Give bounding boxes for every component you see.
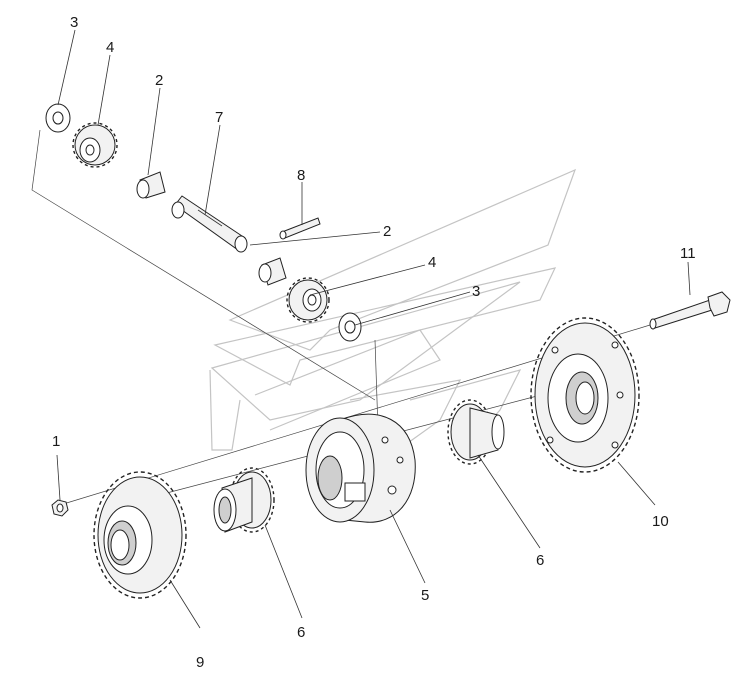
callout-4-lower: 4 bbox=[428, 254, 436, 271]
callout-3-lower: 3 bbox=[472, 283, 480, 300]
thrust-washer-upper bbox=[45, 103, 71, 133]
long-bolt bbox=[649, 291, 731, 330]
callout-5: 5 bbox=[421, 587, 429, 604]
callout-10: 10 bbox=[652, 513, 669, 530]
pinion-gear-upper bbox=[72, 122, 118, 168]
thrust-washer-lower bbox=[338, 312, 362, 342]
callout-7: 7 bbox=[215, 109, 223, 126]
callout-2-lower: 2 bbox=[383, 223, 391, 240]
callout-1: 1 bbox=[52, 433, 60, 450]
bushing-upper bbox=[136, 171, 166, 199]
callout-6-left: 6 bbox=[297, 624, 305, 641]
side-gear-left bbox=[213, 467, 275, 533]
lock-pin bbox=[279, 217, 321, 240]
callout-4-upper: 4 bbox=[106, 39, 114, 56]
side-gear-right bbox=[447, 399, 505, 465]
driven-gear-left bbox=[93, 471, 187, 599]
pinion-shaft bbox=[171, 195, 248, 253]
callout-9: 9 bbox=[196, 654, 204, 671]
callout-11: 11 bbox=[680, 245, 696, 262]
differential-housing bbox=[305, 413, 416, 523]
watermark-logo bbox=[209, 168, 577, 471]
leader-lines bbox=[56, 29, 691, 629]
driven-gear-right bbox=[530, 317, 640, 473]
callout-labels: 3 4 2 7 8 2 4 3 11 1 10 6 5 6 9 bbox=[52, 14, 696, 671]
bushing-lower bbox=[258, 257, 287, 286]
hex-nut bbox=[51, 499, 69, 517]
callout-8: 8 bbox=[297, 167, 305, 184]
pinion-gear-lower bbox=[286, 277, 330, 323]
callout-3-upper: 3 bbox=[70, 14, 78, 31]
callout-2-upper: 2 bbox=[155, 72, 163, 89]
callout-6-right: 6 bbox=[536, 552, 544, 569]
